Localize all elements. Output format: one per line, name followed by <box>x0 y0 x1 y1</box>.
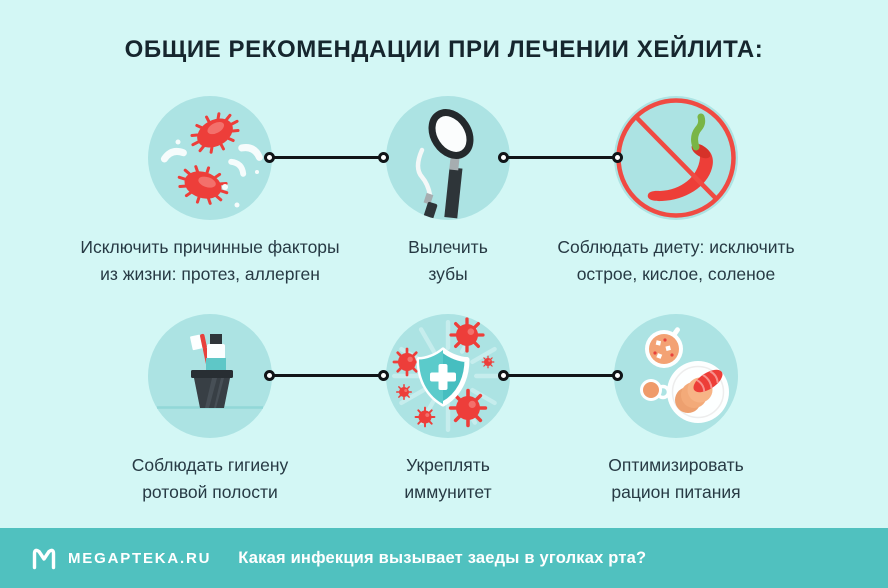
oral-hygiene-icon <box>148 314 272 438</box>
connector-dot <box>264 152 275 163</box>
recommendation-label: Исключить причинные факторы из жизни: пр… <box>20 234 400 288</box>
label-line-1: Соблюдать гигиену <box>131 455 289 475</box>
recommendation-label: Вылечить зубы <box>258 234 638 288</box>
soup-bowl-shape <box>645 327 683 368</box>
recommendation-label: Укреплять иммунитет <box>258 452 638 506</box>
connector-dot <box>612 370 623 381</box>
connector-dot <box>498 370 509 381</box>
healthy-diet-icon <box>614 314 738 438</box>
no-spicy-food-icon <box>614 96 738 220</box>
connector-line <box>508 374 613 377</box>
recommendation-label: Соблюдать гигиену ротовой полости <box>20 452 400 506</box>
connector-dot <box>378 152 389 163</box>
connector-dot <box>498 152 509 163</box>
label-line-2: из жизни: протез, аллерген <box>100 264 320 284</box>
label-line-1: Оптимизировать <box>608 455 744 475</box>
label-line-1: Вылечить <box>408 237 488 257</box>
megapteka-logo-icon <box>32 548 56 570</box>
label-line-2: рацион питания <box>611 482 741 502</box>
connector <box>264 152 389 163</box>
brand-name: MEGAPTEKA.RU <box>68 549 212 567</box>
connector <box>498 370 623 381</box>
page-title: ОБЩИЕ РЕКОМЕНДАЦИИ ПРИ ЛЕЧЕНИИ ХЕЙЛИТА: <box>124 36 764 63</box>
chili-pepper-shape <box>647 145 713 202</box>
footer-question: Какая инфекция вызывает заеды в уголках … <box>238 548 647 567</box>
connector-line <box>508 156 613 159</box>
shield-shape <box>416 347 470 407</box>
connector-dot <box>378 370 389 381</box>
label-line-1: Исключить причинные факторы <box>80 237 340 257</box>
connector-dot <box>612 152 623 163</box>
connector-line <box>274 156 379 159</box>
label-line-2: острое, кислое, соленое <box>576 264 776 284</box>
connector <box>498 152 623 163</box>
label-line-2: иммунитет <box>404 482 492 502</box>
label-line-1: Соблюдать диету: исключить <box>557 237 795 257</box>
dental-tools-icon <box>386 96 510 220</box>
plate-shape <box>667 361 729 423</box>
recommendation-label: Оптимизировать рацион питания <box>486 452 866 506</box>
connector-line <box>274 374 379 377</box>
label-line-1: Укреплять <box>406 455 490 475</box>
label-line-2: ротовой полости <box>142 482 278 502</box>
immunity-shield-icon <box>386 314 510 438</box>
bacteria-icon <box>148 96 272 220</box>
connector-dot <box>264 370 275 381</box>
label-line-2: зубы <box>428 264 468 284</box>
connector <box>264 370 389 381</box>
footer-bar: MEGAPTEKA.RU Какая инфекция вызывает зае… <box>0 528 888 588</box>
recommendation-label: Соблюдать диету: исключить острое, кисло… <box>486 234 866 288</box>
cup-shape <box>191 370 233 408</box>
cup-drink-shape <box>640 379 671 401</box>
